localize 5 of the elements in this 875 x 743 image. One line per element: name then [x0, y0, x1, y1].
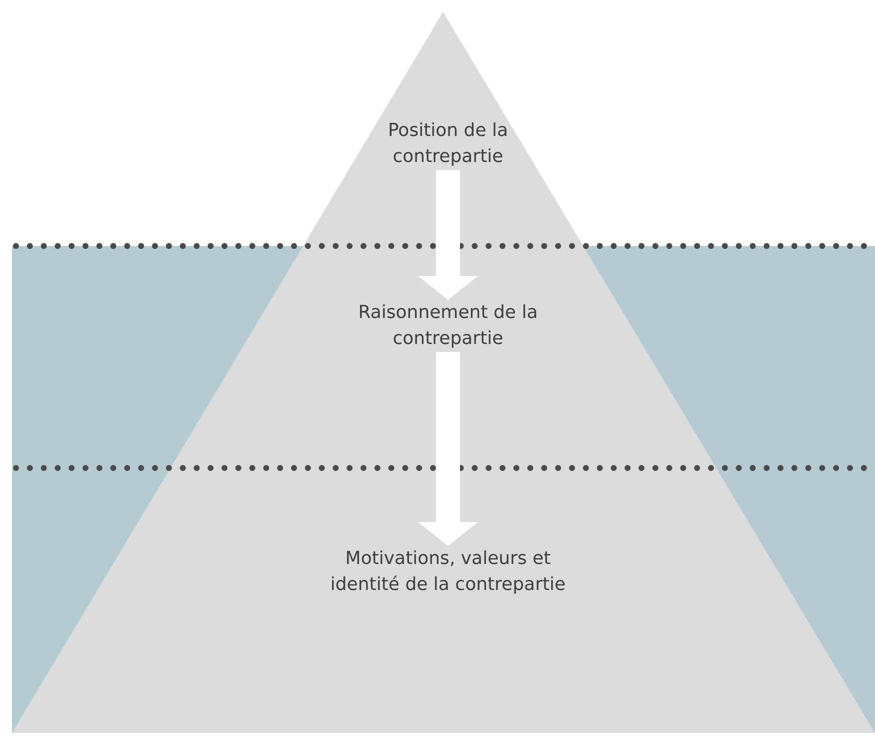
layer-label: Position de la contrepartie	[386, 119, 510, 169]
block-arrow	[418, 170, 478, 300]
layer-label: Raisonnement de la contrepartie	[357, 301, 539, 351]
layer-label: Motivations, valeurs et identité de la contrepartie	[329, 547, 567, 597]
block-arrow	[418, 352, 478, 546]
